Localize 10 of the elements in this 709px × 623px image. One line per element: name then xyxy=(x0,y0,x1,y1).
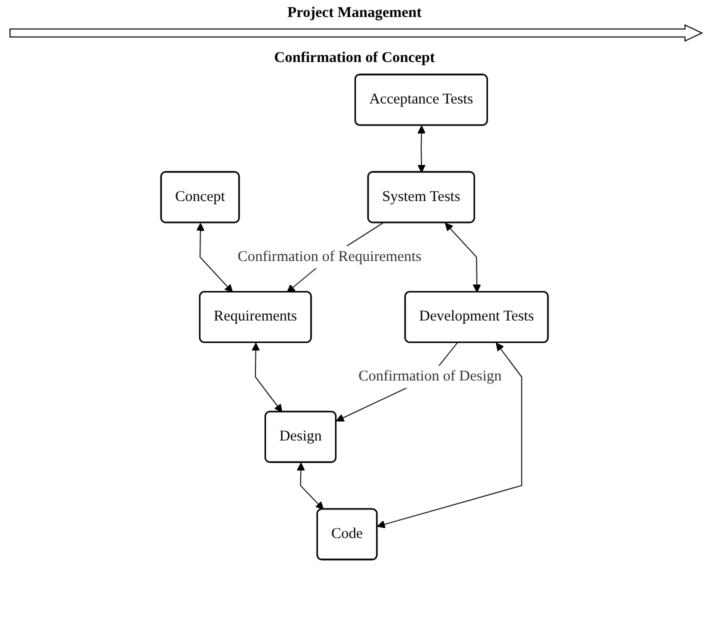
arrow xyxy=(417,126,426,173)
edge-label: Confirmation of Design xyxy=(358,368,502,384)
arrow xyxy=(376,342,522,528)
arrow xyxy=(196,222,233,293)
arrow xyxy=(444,222,482,293)
note-label: Confirmation of Concept xyxy=(274,50,435,67)
heading-label: Project Management xyxy=(287,5,422,22)
arrow xyxy=(252,342,282,412)
arrow xyxy=(296,462,324,510)
edge-label: Confirmation of Requirements xyxy=(238,248,422,265)
